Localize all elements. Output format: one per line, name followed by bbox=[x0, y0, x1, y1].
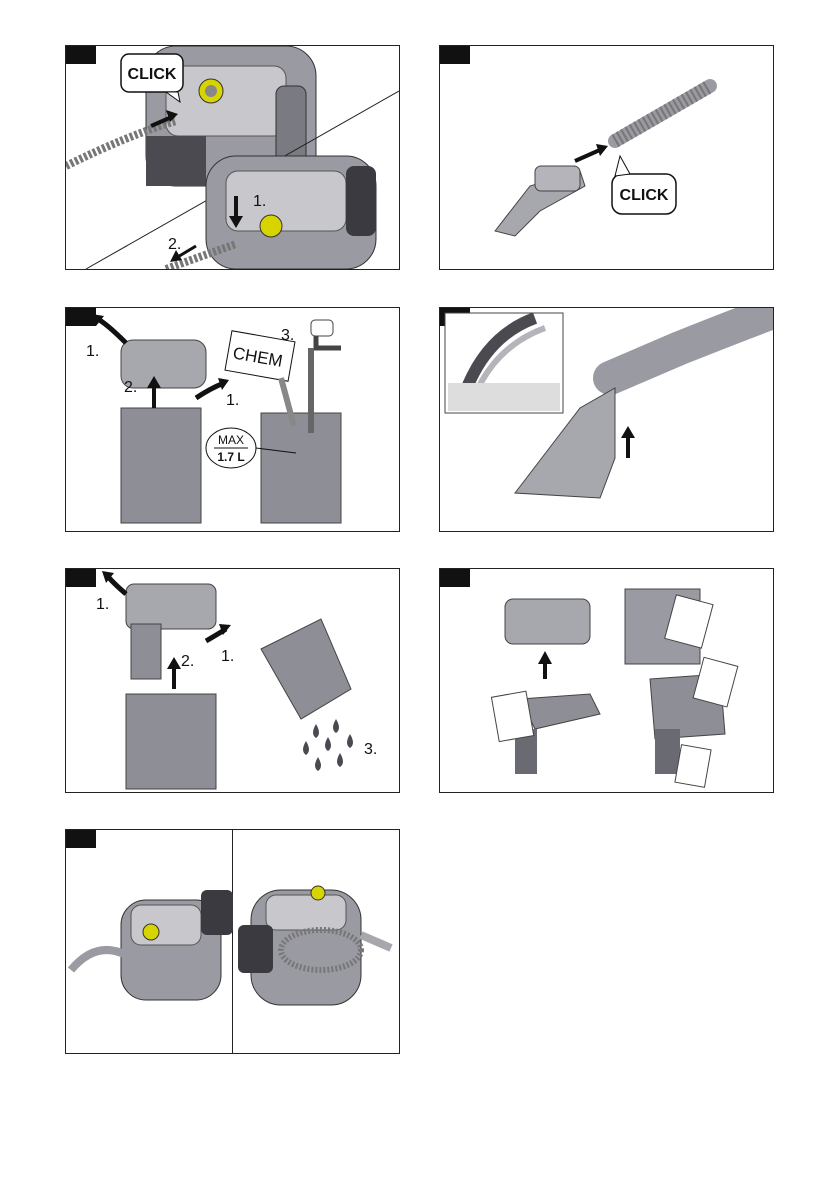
figure-panel-5: 1. 2. 1. 3. bbox=[65, 568, 400, 793]
svg-text:1.: 1. bbox=[226, 392, 239, 409]
svg-text:1.7 L: 1.7 L bbox=[217, 450, 244, 464]
nozzle-insert-illustration bbox=[440, 308, 773, 531]
svg-text:MAX: MAX bbox=[218, 433, 244, 447]
storage-illustration bbox=[66, 830, 399, 1053]
svg-text:3.: 3. bbox=[364, 741, 377, 758]
svg-text:3.: 3. bbox=[281, 327, 294, 344]
figure-panel-2: CLICK bbox=[439, 45, 774, 270]
tank-fill-illustration: 1. 2. 1. CHEM 3. MAX 1.7 L bbox=[66, 308, 399, 531]
figure-panel-4 bbox=[439, 307, 774, 532]
figure-panel-6 bbox=[439, 568, 774, 793]
figure-panel-3: 1. 2. 1. CHEM 3. MAX 1.7 L bbox=[65, 307, 400, 532]
svg-text:CLICK: CLICK bbox=[128, 66, 177, 83]
water-drop-icon bbox=[303, 719, 353, 771]
arrow-icon bbox=[575, 149, 602, 161]
svg-text:2.: 2. bbox=[124, 379, 137, 396]
svg-text:1.: 1. bbox=[253, 193, 266, 210]
click-callout: CLICK bbox=[612, 156, 676, 214]
svg-text:CLICK: CLICK bbox=[620, 187, 669, 204]
tank-empty-illustration: 1. 2. 1. 3. bbox=[66, 569, 399, 792]
cloth-icon bbox=[491, 691, 533, 741]
svg-text:1.: 1. bbox=[96, 596, 109, 613]
figure-panel-7 bbox=[65, 829, 400, 1054]
svg-text:2.: 2. bbox=[181, 653, 194, 670]
svg-text:1.: 1. bbox=[221, 648, 234, 665]
cleaning-illustration bbox=[440, 569, 773, 792]
svg-text:2.: 2. bbox=[168, 236, 181, 253]
figure-panel-1: CLICK 1. 2. bbox=[65, 45, 400, 270]
device-hose-illustration: CLICK 1. 2. bbox=[66, 46, 399, 269]
nozzle-pipe-illustration: CLICK bbox=[440, 46, 773, 269]
svg-text:1.: 1. bbox=[86, 343, 99, 360]
arrow-icon bbox=[96, 318, 126, 343]
